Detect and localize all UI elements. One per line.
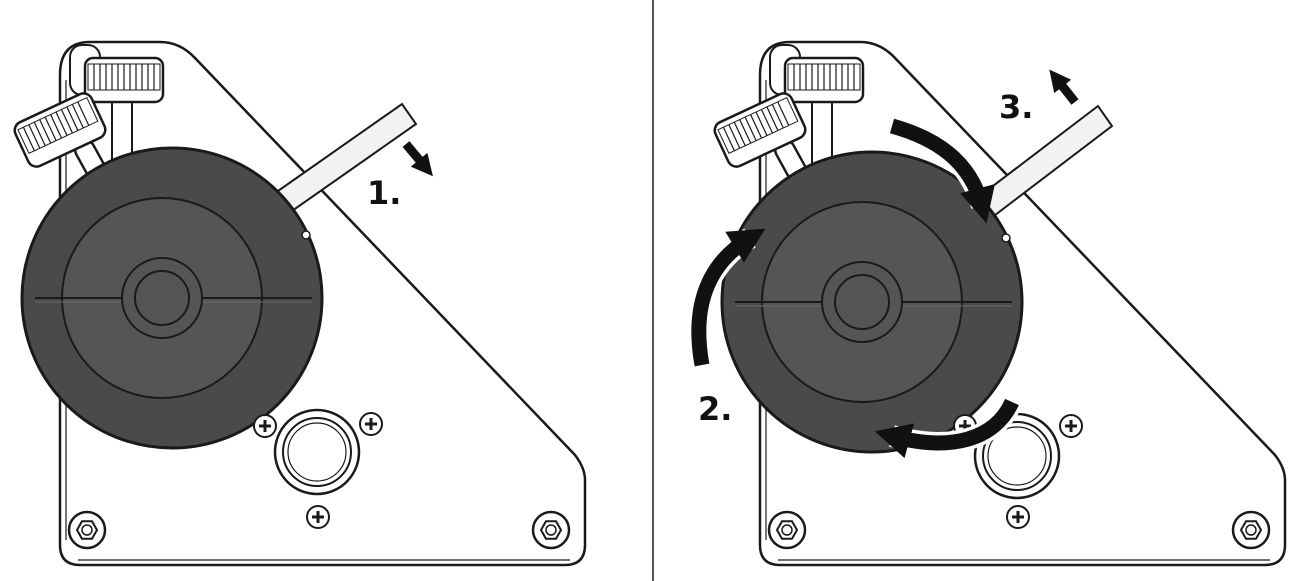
hex-nut: [67, 510, 107, 550]
knurled-knob-lower: [713, 92, 807, 168]
step-label-2: 2.: [698, 390, 732, 428]
step-label-3: 3.: [999, 88, 1033, 126]
phillips-screw: [306, 505, 330, 529]
knurled-knob-upper: [83, 56, 165, 104]
rotate-arrow-left-icon: [691, 228, 766, 367]
knurled-knob-lower: [13, 92, 107, 168]
hex-nut: [1231, 510, 1271, 550]
hex-nut: [767, 510, 807, 550]
panel-right: 2. 3.: [687, 40, 1287, 567]
phillips-screw: [1059, 414, 1083, 438]
arrow-down-right-icon: [402, 141, 433, 177]
spool-wheel: [720, 150, 1024, 454]
arrow-up-left-icon: [1049, 69, 1079, 105]
hex-nut: [531, 510, 571, 550]
panel-left: 1.: [13, 40, 587, 567]
rotate-arrow-bottom-icon: [874, 398, 1019, 459]
rotate-arrow-top-icon: [889, 118, 995, 224]
knurled-knob-upper: [783, 56, 865, 104]
spool-wheel: [20, 146, 324, 450]
phillips-screw: [253, 414, 277, 438]
phillips-screw: [1006, 505, 1030, 529]
bushing: [273, 408, 361, 496]
step-label-1: 1.: [367, 174, 401, 212]
phillips-screw: [359, 412, 383, 436]
